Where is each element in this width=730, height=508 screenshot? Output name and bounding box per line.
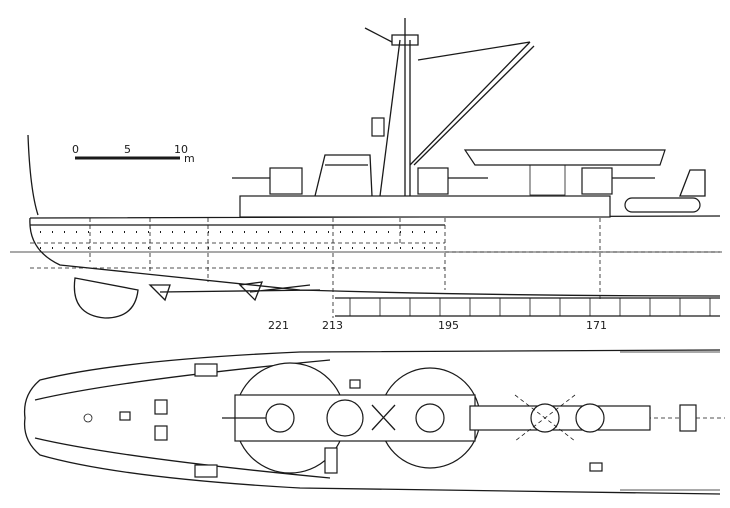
frame-label-171: 171 xyxy=(586,319,607,332)
catapult xyxy=(469,405,651,431)
scale-tick-0: 0 xyxy=(72,143,79,156)
gun-mount-1 xyxy=(265,403,295,433)
gun-turret-2 xyxy=(417,167,449,195)
deckhouse xyxy=(239,195,611,218)
ship-boat xyxy=(463,149,666,166)
aircraft-trolley xyxy=(624,197,701,213)
bow-flagstaff xyxy=(27,134,39,216)
gun-turret-3 xyxy=(581,167,613,195)
frame-label-195: 195 xyxy=(438,319,459,332)
rudder xyxy=(73,277,139,319)
bridge xyxy=(314,154,373,197)
plan-view xyxy=(23,349,725,495)
hull-outline xyxy=(29,215,721,297)
mast xyxy=(379,18,419,197)
gun-turret-1 xyxy=(269,167,303,195)
fire-control xyxy=(326,399,364,437)
crane-boom xyxy=(409,41,535,166)
scale-bar: 0 5 10 m xyxy=(72,143,195,165)
frame-label-213: 213 xyxy=(322,319,343,332)
deck-outline xyxy=(23,349,721,495)
scale-unit: m xyxy=(184,152,195,165)
gun-mount-2 xyxy=(415,403,445,433)
crane-base xyxy=(371,404,396,431)
scale-tick-5: 5 xyxy=(124,143,131,156)
side-elevation xyxy=(10,18,722,319)
stern-gun xyxy=(679,404,697,432)
scale-tick-10: 10 xyxy=(174,143,188,156)
frame-label-221: 221 xyxy=(268,319,289,332)
